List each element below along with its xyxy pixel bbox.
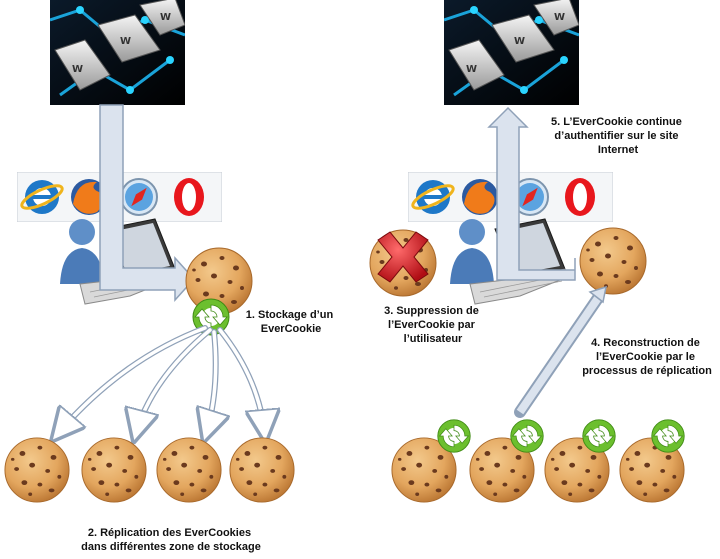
- green-refresh-icon: [582, 419, 616, 453]
- green-refresh-icon: [437, 419, 471, 453]
- step1-label: 1. Stockage d’un EverCookie: [246, 309, 336, 335]
- cookie-icon: [81, 437, 147, 503]
- cookie-icon: [156, 437, 222, 503]
- step5-label: 5. L’EverCookie continue d’authentifier …: [551, 116, 685, 156]
- reconstruction-arrow: [514, 285, 607, 418]
- step4-label: 4. Reconstruction de l’EverCookie par le…: [582, 337, 712, 377]
- step2-label: 2. Réplication des EverCookies dans diff…: [81, 527, 261, 553]
- keyboard-photo-icon: [50, 0, 185, 105]
- storage-arrow: [99, 104, 196, 302]
- cookie-icon: [579, 227, 647, 295]
- keyboard-photo-icon: [444, 0, 579, 105]
- auth-arrow: [487, 106, 576, 281]
- red-x-icon: [377, 231, 429, 283]
- green-refresh-icon: [510, 419, 544, 453]
- cookie-icon: [229, 437, 295, 503]
- green-refresh-icon: [651, 419, 685, 453]
- step3-label: 3. Suppression de l’EverCookie par l’uti…: [384, 305, 482, 345]
- cookie-icon: [4, 437, 70, 503]
